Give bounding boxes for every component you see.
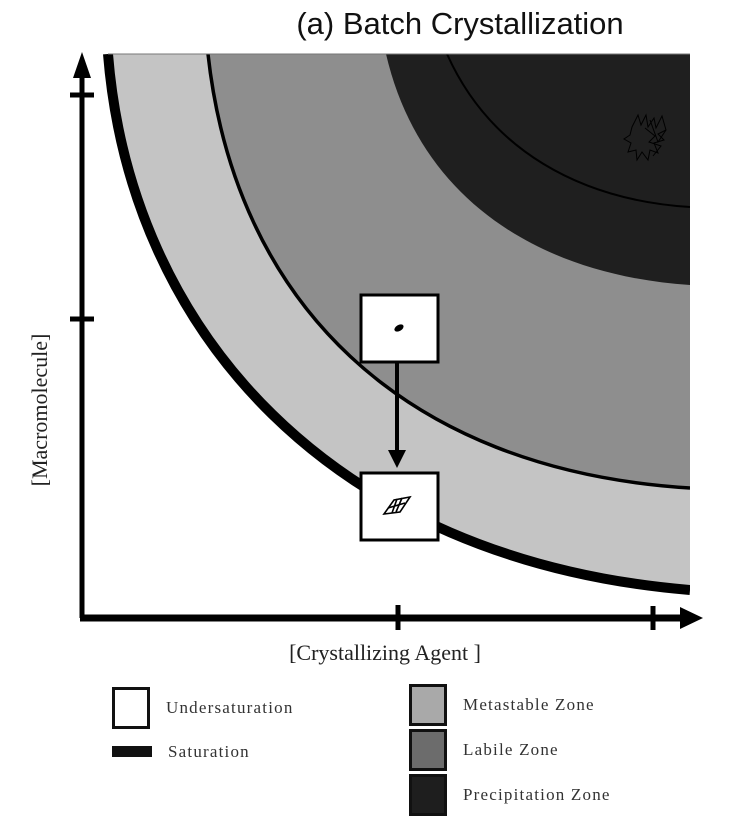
undersaturation-swatch bbox=[112, 687, 150, 729]
transition-arrowhead bbox=[388, 450, 406, 468]
y-axis-arrowhead bbox=[73, 52, 91, 78]
legend-label: Labile Zone bbox=[463, 740, 559, 759]
saturation-curve bbox=[103, 54, 690, 595]
legend-item-precipitation: Precipitation Zone bbox=[409, 774, 611, 816]
legend-label: Precipitation Zone bbox=[463, 785, 611, 804]
crystal-icon bbox=[382, 495, 412, 516]
legend-item-undersaturation: Undersaturation bbox=[112, 687, 294, 729]
saturation-swatch bbox=[112, 746, 152, 757]
legend-label: Metastable Zone bbox=[463, 695, 595, 714]
diagram-title: (a) Batch Crystallization bbox=[296, 6, 624, 41]
x-axis-arrowhead bbox=[680, 607, 703, 629]
legend-item-labile: Labile Zone bbox=[409, 729, 559, 771]
legend-item-metastable: Metastable Zone bbox=[409, 684, 595, 726]
metastable-swatch bbox=[409, 684, 447, 726]
x-axis-label: [Crystallizing Agent ] bbox=[289, 640, 481, 665]
nucleus-box bbox=[359, 293, 440, 364]
inner-boundary-line bbox=[446, 54, 690, 208]
crystal-box bbox=[359, 471, 440, 542]
legend-label: Undersaturation bbox=[166, 698, 294, 717]
y-axis-label: [Macromolecule] bbox=[27, 333, 52, 487]
supersolubility-curve bbox=[206, 54, 690, 490]
precipitate-icon bbox=[623, 113, 667, 162]
precipitation-zone-region bbox=[386, 54, 690, 285]
nucleus-icon bbox=[394, 324, 404, 332]
labile-swatch bbox=[409, 729, 447, 771]
legend-label: Saturation bbox=[168, 741, 250, 761]
precipitation-swatch bbox=[409, 774, 447, 816]
legend-item-saturation: Saturation bbox=[112, 731, 250, 772]
